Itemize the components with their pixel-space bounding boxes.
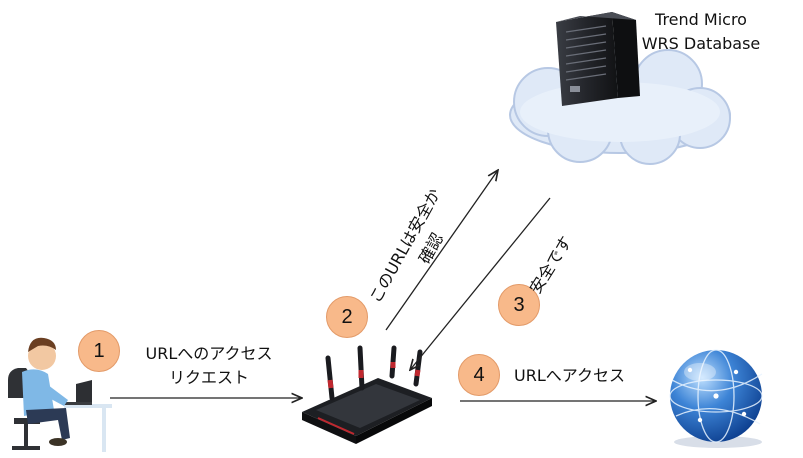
database-label-line2: WRS Database — [641, 34, 761, 53]
database-label-line1: Trend Micro — [655, 10, 747, 29]
step-1-label: URLへのアクセス リクエスト — [124, 342, 294, 390]
globe-icon — [669, 349, 763, 448]
router-icon — [302, 345, 432, 444]
step-3-badge: 3 — [498, 284, 540, 326]
server-tower-icon — [556, 12, 640, 106]
step-1-badge: 1 — [78, 330, 120, 372]
step-4-label: URLへアクセス — [514, 366, 625, 385]
database-label: Trend Micro WRS Database — [634, 8, 768, 56]
step-4-badge: 4 — [458, 354, 500, 396]
step-1-label-line2: リクエスト — [168, 368, 249, 387]
arrow-router-to-database — [385, 170, 498, 331]
step-2-badge: 2 — [326, 296, 368, 338]
arrow-database-to-router — [410, 197, 551, 370]
step-1-label-line1: URLへのアクセス — [145, 344, 273, 363]
person-at-laptop-icon — [8, 337, 112, 452]
